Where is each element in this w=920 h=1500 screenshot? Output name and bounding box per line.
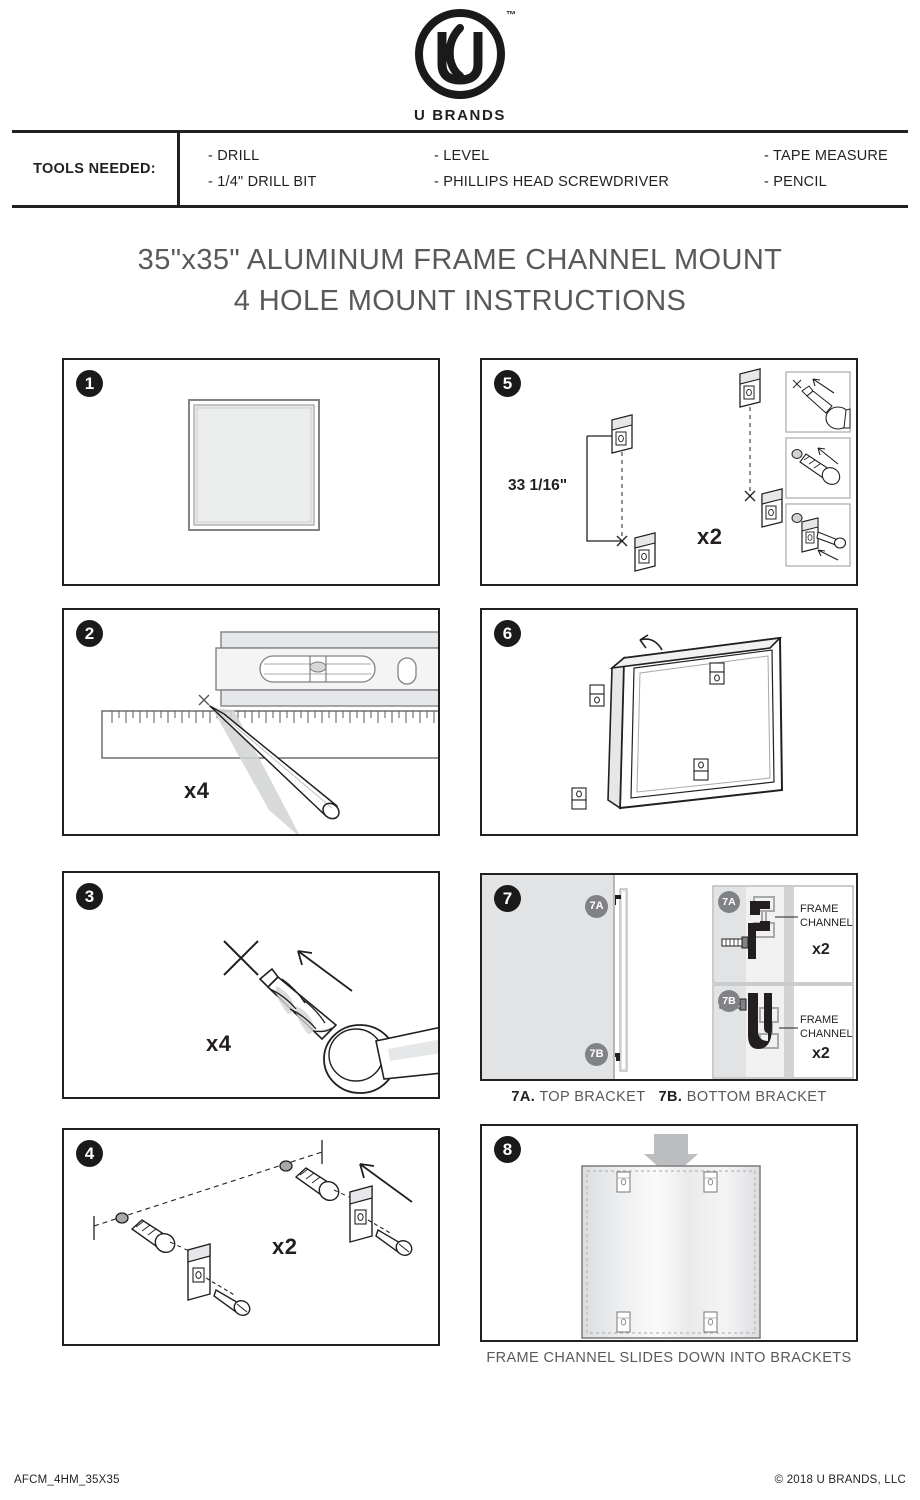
inset-a-label-line2: CHANNEL xyxy=(800,916,853,929)
step-4-illustration xyxy=(93,1140,413,1316)
callout-badge-7b: 7B xyxy=(585,1043,608,1066)
wall-bracket-bottom-right xyxy=(693,758,709,781)
step-number-badge-3: 3 xyxy=(76,883,103,910)
step-3-quantity: x4 xyxy=(206,1031,232,1056)
screw-right xyxy=(367,1219,413,1256)
step-number-badge-7: 7 xyxy=(494,885,521,912)
inset-a-quantity: x2 xyxy=(812,941,830,958)
tools-needed-bar: TOOLS NEEDED: - DRILL - 1/4" DRILL BIT -… xyxy=(12,130,908,208)
step-5-illustration xyxy=(586,368,851,572)
inset-a-screw xyxy=(721,936,749,949)
step-panel-8[interactable]: 8 xyxy=(480,1124,858,1342)
step-7-caption: 7A. TOP BRACKET 7B. BOTTOM BRACKET xyxy=(480,1089,858,1105)
bracket-left xyxy=(187,1243,211,1301)
inset-a-label-line1: FRAME xyxy=(800,903,839,915)
step-8-illustration xyxy=(581,1134,761,1339)
step-number-badge-2: 2 xyxy=(76,620,103,647)
screw-left xyxy=(205,1277,251,1316)
step-panel-7[interactable]: 7 xyxy=(480,873,858,1081)
step-number-badge-5: 5 xyxy=(494,370,521,397)
step-panel-1[interactable]: 1 xyxy=(62,358,440,586)
inset-b-frame-channel-label: FRAME CHANNEL xyxy=(800,1014,853,1042)
bracket-upper-right xyxy=(739,368,761,408)
step-2-quantity: x4 xyxy=(184,778,210,803)
bracket-upper-left xyxy=(611,414,633,454)
step-panel-6[interactable]: 6 xyxy=(480,608,858,836)
page-title-line-2: 4 HOLE MOUNT INSTRUCTIONS xyxy=(233,285,687,318)
step-number-badge-1: 1 xyxy=(76,370,103,397)
step-1-illustration xyxy=(188,399,320,531)
step-panel-5[interactable]: 5 xyxy=(480,358,858,586)
step-7-caption-b-label: 7B. xyxy=(658,1089,683,1105)
tools-columns: - DRILL - 1/4" DRILL BIT - LEVEL - PHILL… xyxy=(180,133,908,205)
step-panel-3[interactable]: 3 x xyxy=(62,871,440,1099)
step-number-badge-6: 6 xyxy=(494,620,521,647)
step-4-quantity: x2 xyxy=(272,1234,298,1259)
step-panel-4[interactable]: 4 xyxy=(62,1128,440,1346)
brand-logo-block: ™ U BRANDS xyxy=(0,0,920,124)
step-7-caption-a-text: TOP BRACKET xyxy=(539,1089,646,1105)
trademark-symbol: ™ xyxy=(506,10,516,21)
brand-name: U BRANDS xyxy=(414,107,506,124)
inset-b-quantity: x2 xyxy=(812,1045,830,1062)
bracket-lower-right xyxy=(761,488,783,528)
step-7-caption-b-text: BOTTOM BRACKET xyxy=(686,1089,827,1105)
tool-item-screwdriver: - PHILLIPS HEAD SCREWDRIVER xyxy=(434,174,670,190)
step-7-caption-a-label: 7A. xyxy=(511,1089,536,1105)
inset-a-frame-channel-label: FRAME CHANNEL xyxy=(800,903,853,931)
tools-needed-label: TOOLS NEEDED: xyxy=(33,161,156,177)
tools-column-1: - DRILL - 1/4" DRILL BIT xyxy=(208,133,434,205)
tool-item-tape-measure: - TAPE MEASURE xyxy=(764,148,888,164)
step-6-illustration xyxy=(571,634,784,810)
inset-b-label-line2: CHANNEL xyxy=(800,1027,853,1040)
inset-badge-7b: 7B xyxy=(718,990,740,1012)
tools-column-2: - LEVEL - PHILLIPS HEAD SCREWDRIVER xyxy=(434,133,764,205)
inset-b-label-line1: FRAME xyxy=(800,1014,839,1026)
step-panel-2[interactable]: 2 xyxy=(62,608,440,836)
bracket-right xyxy=(349,1185,373,1243)
step-number-badge-8: 8 xyxy=(494,1136,521,1163)
inset-badge-7a: 7A xyxy=(718,891,740,913)
tool-item-drill: - DRILL xyxy=(208,148,260,164)
step-3-illustration xyxy=(223,940,438,1094)
step-8-caption: FRAME CHANNEL SLIDES DOWN INTO BRACKETS xyxy=(486,1350,852,1366)
wall-bracket-top-right xyxy=(709,662,725,685)
footer-copyright: © 2018 U BRANDS, LLC xyxy=(774,1474,906,1486)
down-arrow-icon xyxy=(644,1134,698,1178)
tool-item-level: - LEVEL xyxy=(434,148,490,164)
bracket-lower-left xyxy=(634,532,656,572)
callout-badge-7a: 7A xyxy=(585,895,608,918)
step-5-inset-drill xyxy=(785,371,851,433)
footer-doc-code: AFCM_4HM_35X35 xyxy=(14,1474,120,1486)
step-5-dimension-label: 33 1/16" xyxy=(508,477,568,494)
page-title: 35"x35" ALUMINUM FRAME CHANNEL MOUNT 4 H… xyxy=(0,240,920,322)
tools-column-3: - TAPE MEASURE - PENCIL xyxy=(764,133,888,205)
tools-needed-label-cell: TOOLS NEEDED: xyxy=(12,133,180,205)
tool-item-drill-bit: - 1/4" DRILL BIT xyxy=(208,174,317,190)
step-5-quantity: x2 xyxy=(697,524,723,549)
wall-bracket-bottom-left xyxy=(571,787,587,810)
inset-bracket xyxy=(801,517,819,553)
page-title-line-1: 35"x35" ALUMINUM FRAME CHANNEL MOUNT xyxy=(137,244,783,276)
step-2-illustration xyxy=(101,631,438,834)
tool-item-pencil: - PENCIL xyxy=(764,174,827,190)
step-5-inset-bracket-screw xyxy=(785,503,851,567)
u-brands-circle-logo-icon: ™ xyxy=(414,8,516,100)
step-5-inset-anchor xyxy=(785,437,851,499)
wall-bracket-top-left xyxy=(589,684,605,707)
step-number-badge-4: 4 xyxy=(76,1140,103,1167)
